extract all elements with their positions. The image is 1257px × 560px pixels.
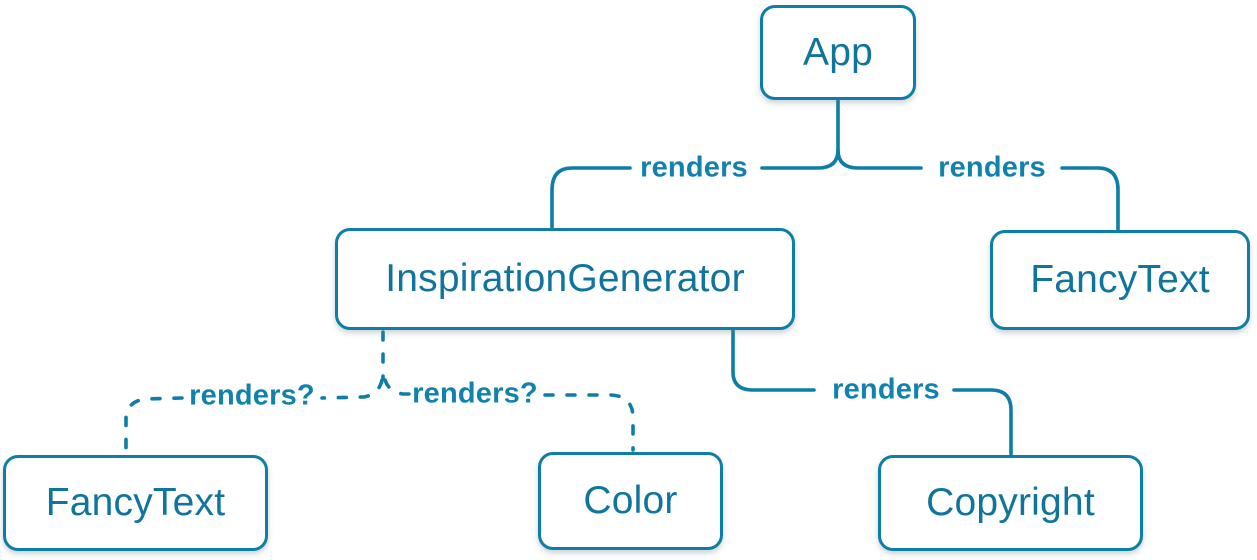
- node-app: App: [760, 5, 916, 100]
- node-inspiration-generator-label: InspirationGenerator: [385, 257, 745, 300]
- node-fancy-text-top-label: FancyText: [1030, 258, 1210, 301]
- edge-app-fancytext-line: [836, 148, 923, 170]
- node-copyright: Copyright: [878, 455, 1143, 551]
- node-color-label: Color: [583, 479, 678, 522]
- edge-inspirationgenerator-copyright-line2: [952, 388, 1013, 456]
- node-inspiration-generator: InspirationGenerator: [335, 228, 795, 330]
- edge-inspirationgenerator-copyright-line: [731, 328, 816, 392]
- edge-app-inspirationgenerator-line2: [550, 166, 632, 229]
- edge-label-app-fancytext: renders: [938, 151, 1046, 184]
- node-copyright-label: Copyright: [926, 481, 1095, 524]
- node-app-label: App: [803, 30, 873, 74]
- edge-label-inspirationgenerator-copyright: renders: [832, 373, 940, 406]
- edge-app-inspirationgenerator-line: [760, 98, 840, 170]
- edge-inspirationgenerator-color-line: [383, 378, 411, 396]
- edge-inspirationgenerator-fancytext-line2: [124, 396, 184, 454]
- node-fancy-text-bottom-label: FancyText: [45, 481, 226, 524]
- edge-label-inspirationgenerator-color: renders?: [412, 377, 538, 410]
- node-fancy-text-bottom: FancyText: [3, 455, 268, 551]
- edge-inspirationgenerator-color-line2: [543, 393, 635, 452]
- edge-inspirationgenerator-fancytext-line: [320, 378, 384, 400]
- node-color: Color: [538, 452, 723, 550]
- edge-label-inspirationgenerator-fancytext: renders?: [189, 379, 315, 412]
- edge-label-app-inspirationgenerator: renders: [640, 151, 748, 184]
- edge-app-fancytext-line2: [1060, 166, 1120, 231]
- node-fancy-text-top: FancyText: [990, 230, 1250, 330]
